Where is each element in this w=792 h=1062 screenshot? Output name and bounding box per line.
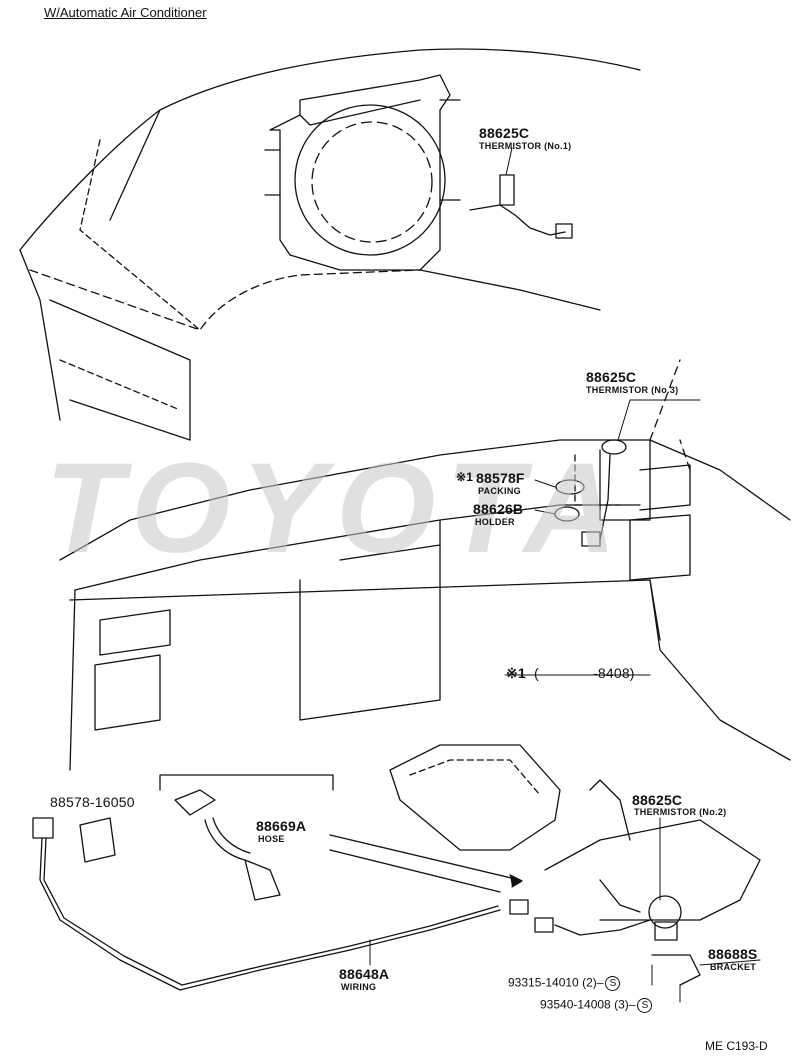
pad-and-connector-drawing	[32, 817, 116, 863]
part-desc-hose: HOSE	[258, 834, 285, 844]
console-drawing	[389, 744, 761, 921]
page-title: W/Automatic Air Conditioner	[44, 5, 207, 20]
part-number-88578-16050: 88578-16050	[50, 794, 135, 810]
part-desc-thermistor-no2: THERMISTOR (No.2)	[634, 807, 727, 817]
part-number-packing: 88578F	[476, 470, 525, 486]
screw-2-symbol: S	[637, 998, 653, 1013]
part-number-thermistor-no1: 88625C	[479, 125, 530, 141]
diagram-code: ME C193-D	[705, 1039, 768, 1053]
footnote-range: -8408)	[593, 665, 635, 681]
part-number-holder: 88626B	[473, 501, 524, 517]
screw-1-symbol: S	[605, 976, 621, 991]
part-desc-bracket: BRACKET	[710, 962, 757, 972]
screw-1-number: 93315-14010	[508, 975, 579, 990]
hose-drawing	[159, 774, 334, 901]
thermistor-no3-drawing	[554, 439, 627, 547]
leader-lines	[329, 147, 761, 1003]
footnote-open: (	[534, 665, 539, 681]
part-desc-wiring: WIRING	[341, 982, 377, 992]
part-desc-holder: HOLDER	[475, 517, 515, 527]
screw-2-qty: (3)	[614, 997, 629, 1012]
part-desc-thermistor-no3: THERMISTOR (No.3)	[586, 385, 679, 395]
part-number-wiring: 88648A	[339, 966, 390, 982]
part-number-hose: 88669A	[256, 818, 307, 834]
car-body-outline	[19, 48, 641, 441]
part-desc-packing: PACKING	[478, 486, 521, 496]
thermistor-no2-drawing	[599, 879, 701, 986]
screw-1-qty: (2)	[582, 975, 597, 990]
part-number-thermistor-no3: 88625C	[586, 369, 637, 385]
part-desc-thermistor-no1: THERMISTOR (No.1)	[479, 141, 572, 151]
blower-unit	[264, 74, 461, 271]
screw-2-row: 93540-14008 (3)–S	[540, 997, 653, 1013]
thermistor-no1-drawing	[469, 174, 573, 239]
part-mark-packing: ※1	[456, 470, 474, 484]
dashboard-outline	[59, 359, 791, 771]
watermark-logo: TOYOTA	[45, 437, 627, 580]
screw-1-row: 93315-14010 (2)–S	[508, 975, 621, 991]
wiring-harness-drawing	[39, 837, 651, 991]
footnote-mark: ※1	[506, 665, 526, 681]
part-number-bracket: 88688S	[708, 946, 758, 962]
screw-2-number: 93540-14008	[540, 997, 611, 1012]
part-number-thermistor-no2: 88625C	[632, 792, 683, 808]
